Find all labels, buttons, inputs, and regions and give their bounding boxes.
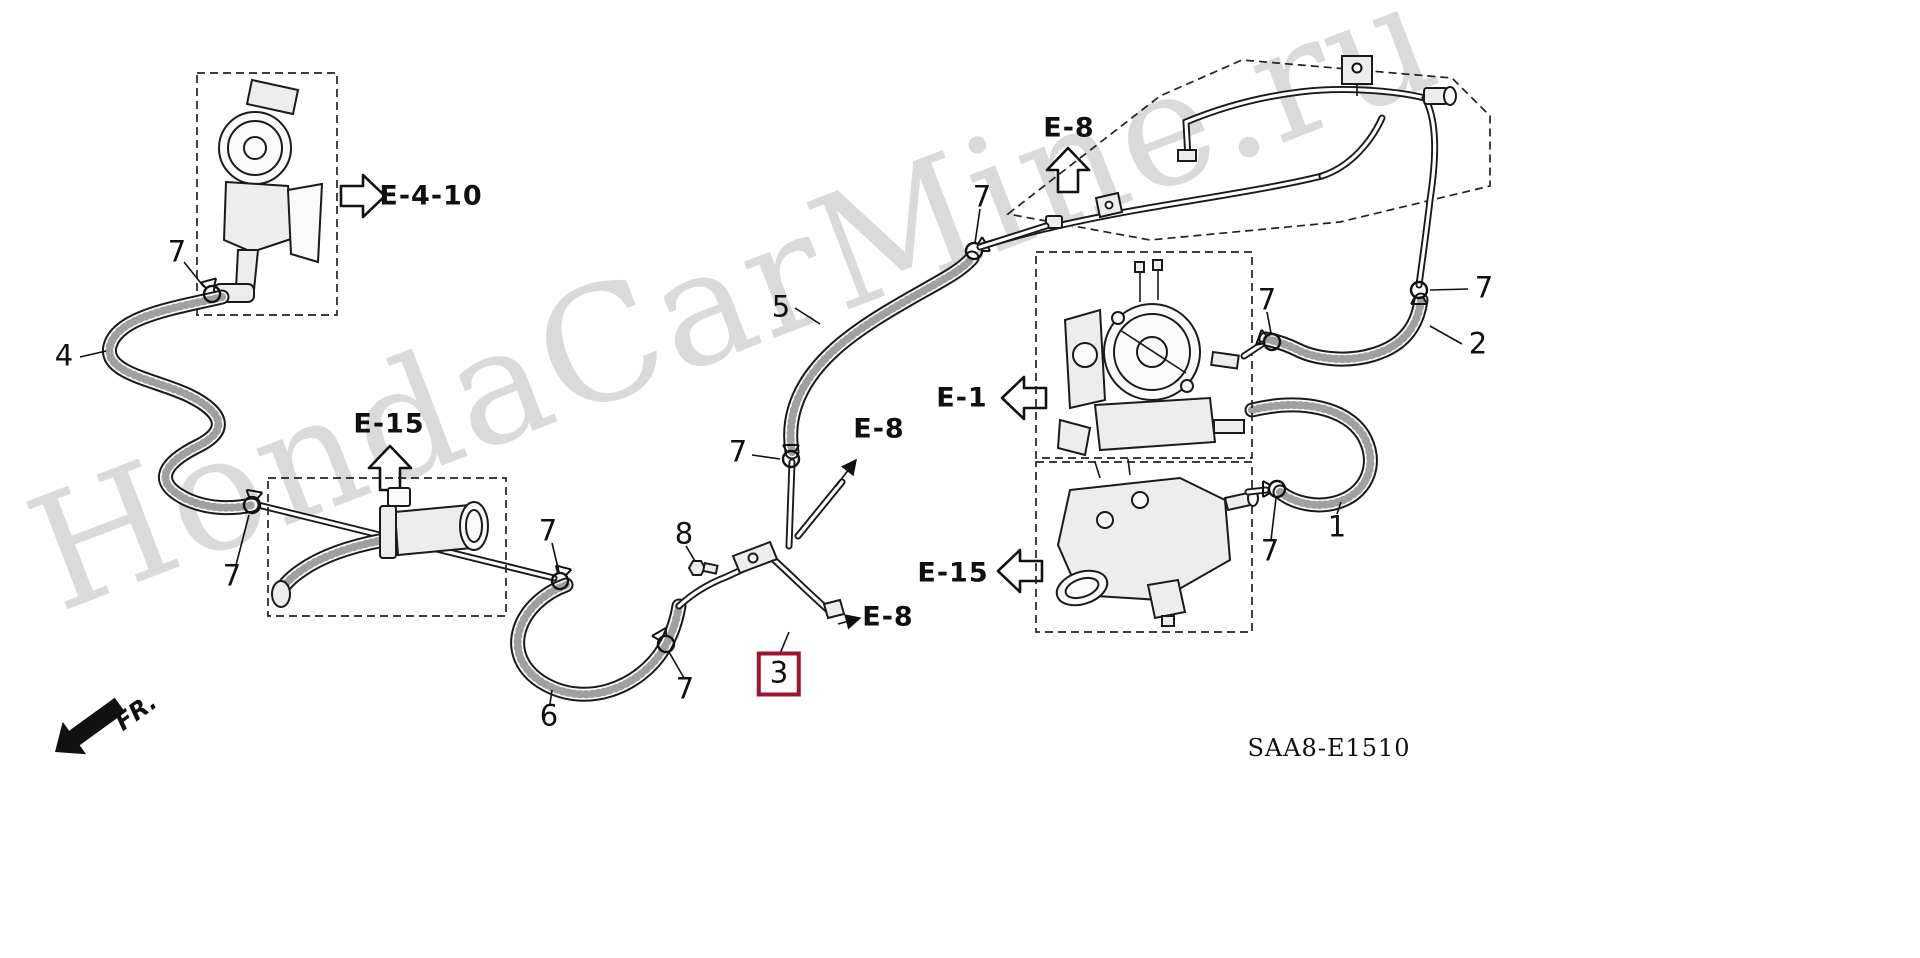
- bolt-8: [687, 560, 719, 576]
- ref-arrow-e410: [339, 173, 387, 219]
- part-label-7[interactable]: 7: [538, 513, 558, 548]
- egr-valve-assembly: [196, 72, 338, 316]
- part-label-2[interactable]: 2: [1468, 326, 1488, 361]
- ref-label-e1[interactable]: E-1: [936, 382, 988, 414]
- throttle-body: [1035, 251, 1262, 459]
- part-label-7[interactable]: 7: [167, 234, 187, 269]
- ref-label-e8-bottom[interactable]: E-8: [862, 601, 914, 633]
- water-pipe-assembly: [267, 477, 507, 617]
- part-label-7[interactable]: 7: [222, 558, 242, 593]
- part-label-7[interactable]: 7: [728, 434, 748, 469]
- ref-label-e8-mid[interactable]: E-8: [853, 413, 905, 445]
- ref-label-e15-right[interactable]: E-15: [917, 557, 989, 589]
- part-label-8[interactable]: 8: [674, 516, 694, 551]
- part-label-4[interactable]: 4: [54, 338, 74, 373]
- ref-label-e8-top[interactable]: E-8: [1043, 112, 1095, 144]
- drawing-code: SAA8-E1510: [1247, 734, 1411, 762]
- ref-arrow-e1: [1000, 375, 1048, 421]
- part-label-7[interactable]: 7: [1474, 270, 1494, 305]
- ref-label-e15-left[interactable]: E-15: [353, 408, 425, 440]
- water-outlet-assembly: [1035, 458, 1266, 633]
- ref-arrow-e15-right: [996, 548, 1044, 594]
- leader-lines: [79, 208, 1469, 705]
- part-label-7[interactable]: 7: [972, 179, 992, 214]
- tube-assembly-3: [679, 462, 844, 620]
- hose-2: [1266, 300, 1421, 359]
- part-label-7[interactable]: 7: [1260, 533, 1280, 568]
- hose-clamps: [199, 235, 1429, 657]
- inlet-hose: [280, 540, 384, 593]
- part-label-7[interactable]: 7: [1257, 282, 1277, 317]
- part-label-3[interactable]: 3: [756, 651, 802, 697]
- ref-arrow-e8-top: [1045, 146, 1091, 194]
- part-label-7[interactable]: 7: [675, 671, 695, 706]
- ref-arrow-e15-left: [367, 444, 413, 492]
- ref-label-e410[interactable]: E-4-10: [379, 180, 483, 212]
- part-label-1[interactable]: 1: [1327, 509, 1347, 544]
- part-label-5[interactable]: 5: [771, 289, 791, 324]
- part-label-6[interactable]: 6: [539, 698, 559, 733]
- fr-arrow-icon: [55, 697, 126, 755]
- hose5-to-harness-pipe: [976, 222, 1050, 251]
- hose-6: [518, 585, 679, 694]
- hose-4: [109, 297, 252, 508]
- air-pipe-harness: [982, 55, 1491, 285]
